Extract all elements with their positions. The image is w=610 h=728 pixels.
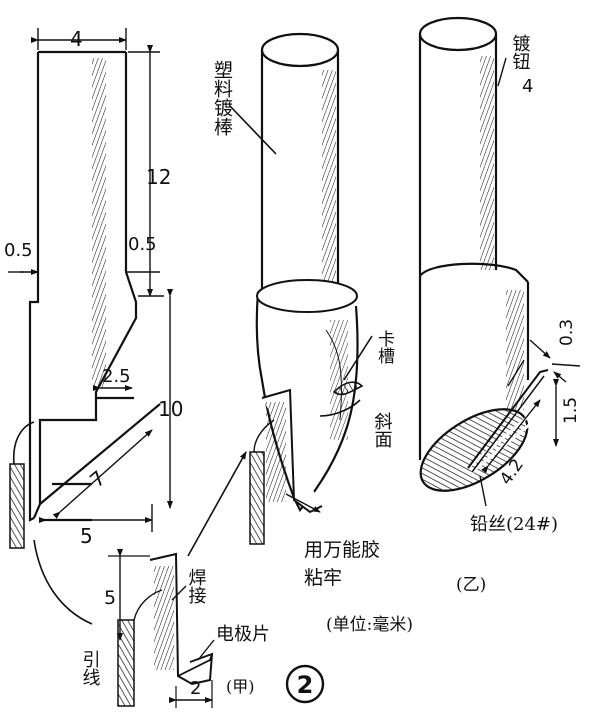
figure-number-text: 2	[297, 671, 314, 699]
dim-height-12: 12	[146, 165, 171, 189]
middle-electrode	[249, 388, 323, 545]
figure-number: 2	[285, 664, 325, 704]
bottom-electrode	[108, 549, 215, 708]
right-rod	[418, 16, 549, 492]
dim-slot-1-5: 1.5	[561, 397, 581, 424]
dim-width-top: 4	[70, 27, 83, 51]
dim-bottom-5: 5	[80, 524, 93, 548]
label-plastic-rod: 塑料镀棒	[211, 60, 233, 136]
right-dimension-lines	[479, 57, 581, 507]
chinese-labels: 塑料镀棒 卡槽 斜面 用万能胶 粘牢 焊接 电极片 引线 镀钮 4 铅丝(24#…	[80, 34, 559, 696]
left-lead-wire	[9, 421, 93, 625]
dim-step-left: 0.5	[4, 240, 33, 261]
label-lead-wire: 铅丝(24#)	[470, 514, 558, 535]
label-glue: 用万能胶	[304, 539, 380, 561]
label-card-slot: 卡槽	[374, 330, 395, 364]
label-yi: (乙)	[456, 575, 486, 595]
label-unit: (单位:毫米)	[326, 615, 413, 635]
left-template-texture	[92, 58, 106, 388]
dim-notch: 2.5	[102, 366, 131, 387]
label-glue-2: 粘牢	[304, 567, 342, 589]
label-bevel: 斜面	[372, 412, 393, 448]
label-electrode: 电极片	[216, 624, 270, 645]
middle-leaders	[187, 105, 373, 557]
label-platinum-num: 4	[522, 76, 533, 97]
dim-electrode-2: 2	[190, 678, 201, 699]
label-lead: 引线	[80, 650, 101, 686]
label-platinum: 镀钮	[510, 34, 531, 70]
dim-diag-10: 10	[158, 397, 183, 421]
dim-step-right: 0.5	[128, 234, 157, 255]
left-dimension-lines	[8, 28, 173, 532]
dim-slot-0-3: 0.3	[557, 319, 577, 346]
label-jia: (甲)	[226, 677, 255, 696]
dim-electrode-5: 5	[104, 587, 116, 609]
label-weld: 焊接	[186, 568, 207, 605]
